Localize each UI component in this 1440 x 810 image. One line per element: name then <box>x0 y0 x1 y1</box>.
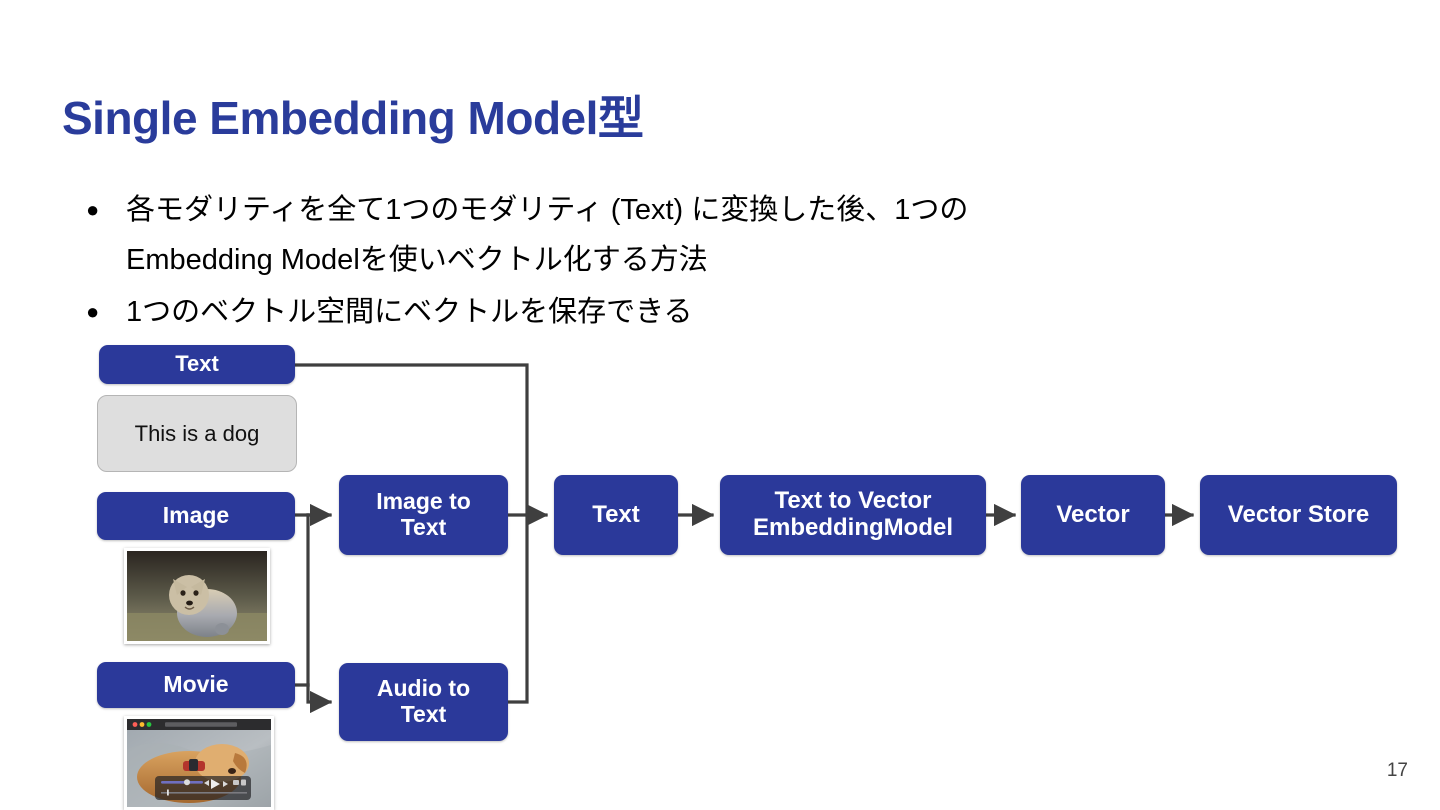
connector-lines <box>293 363 1195 714</box>
dog-photo-thumbnail <box>124 548 270 644</box>
node-text-source[interactable]: Text <box>99 345 295 384</box>
node-movie-source[interactable]: Movie <box>97 662 295 708</box>
list-item: ● 各モダリティを全て1つのモダリティ (Text) に変換した後、1つの Em… <box>86 185 1286 285</box>
line-text-to-junction <box>293 363 529 517</box>
bullet-marker: ● <box>86 197 100 222</box>
movie-player-thumbnail <box>124 716 274 810</box>
node-text-unified[interactable]: Text <box>554 475 678 555</box>
node-vector[interactable]: Vector <box>1021 475 1165 555</box>
bullet-list: ● 各モダリティを全て1つのモダリティ (Text) に変換した後、1つの Em… <box>86 185 1286 339</box>
node-audio-to-text[interactable]: Audio to Text <box>339 663 508 741</box>
line-movie-to-audiototext <box>306 683 333 714</box>
bullet-text: 1つのベクトル空間にベクトルを保存できる <box>126 296 693 328</box>
node-embedding-model[interactable]: Text to Vector EmbeddingModel <box>720 475 986 555</box>
bullet-marker: ● <box>86 299 100 324</box>
flow-diagram: Text This is a dog Image <box>0 330 1440 810</box>
movie-player-image <box>127 719 271 807</box>
node-image-to-text[interactable]: Image to Text <box>339 475 508 555</box>
line-audiototext-to-junction <box>506 513 529 704</box>
node-image-source[interactable]: Image <box>97 492 295 540</box>
dog-photo-image <box>127 551 267 641</box>
page-number: 17 <box>1386 760 1408 781</box>
node-text-sample: This is a dog <box>97 395 297 472</box>
bullet-text: 各モダリティを全て1つのモダリティ (Text) に変換した後、1つの Embe… <box>126 194 969 276</box>
list-item: ● 1つのベクトル空間にベクトルを保存できる <box>86 287 1286 337</box>
page-title: Single Embedding Model型 <box>62 92 644 144</box>
node-vector-store[interactable]: Vector Store <box>1200 475 1397 555</box>
